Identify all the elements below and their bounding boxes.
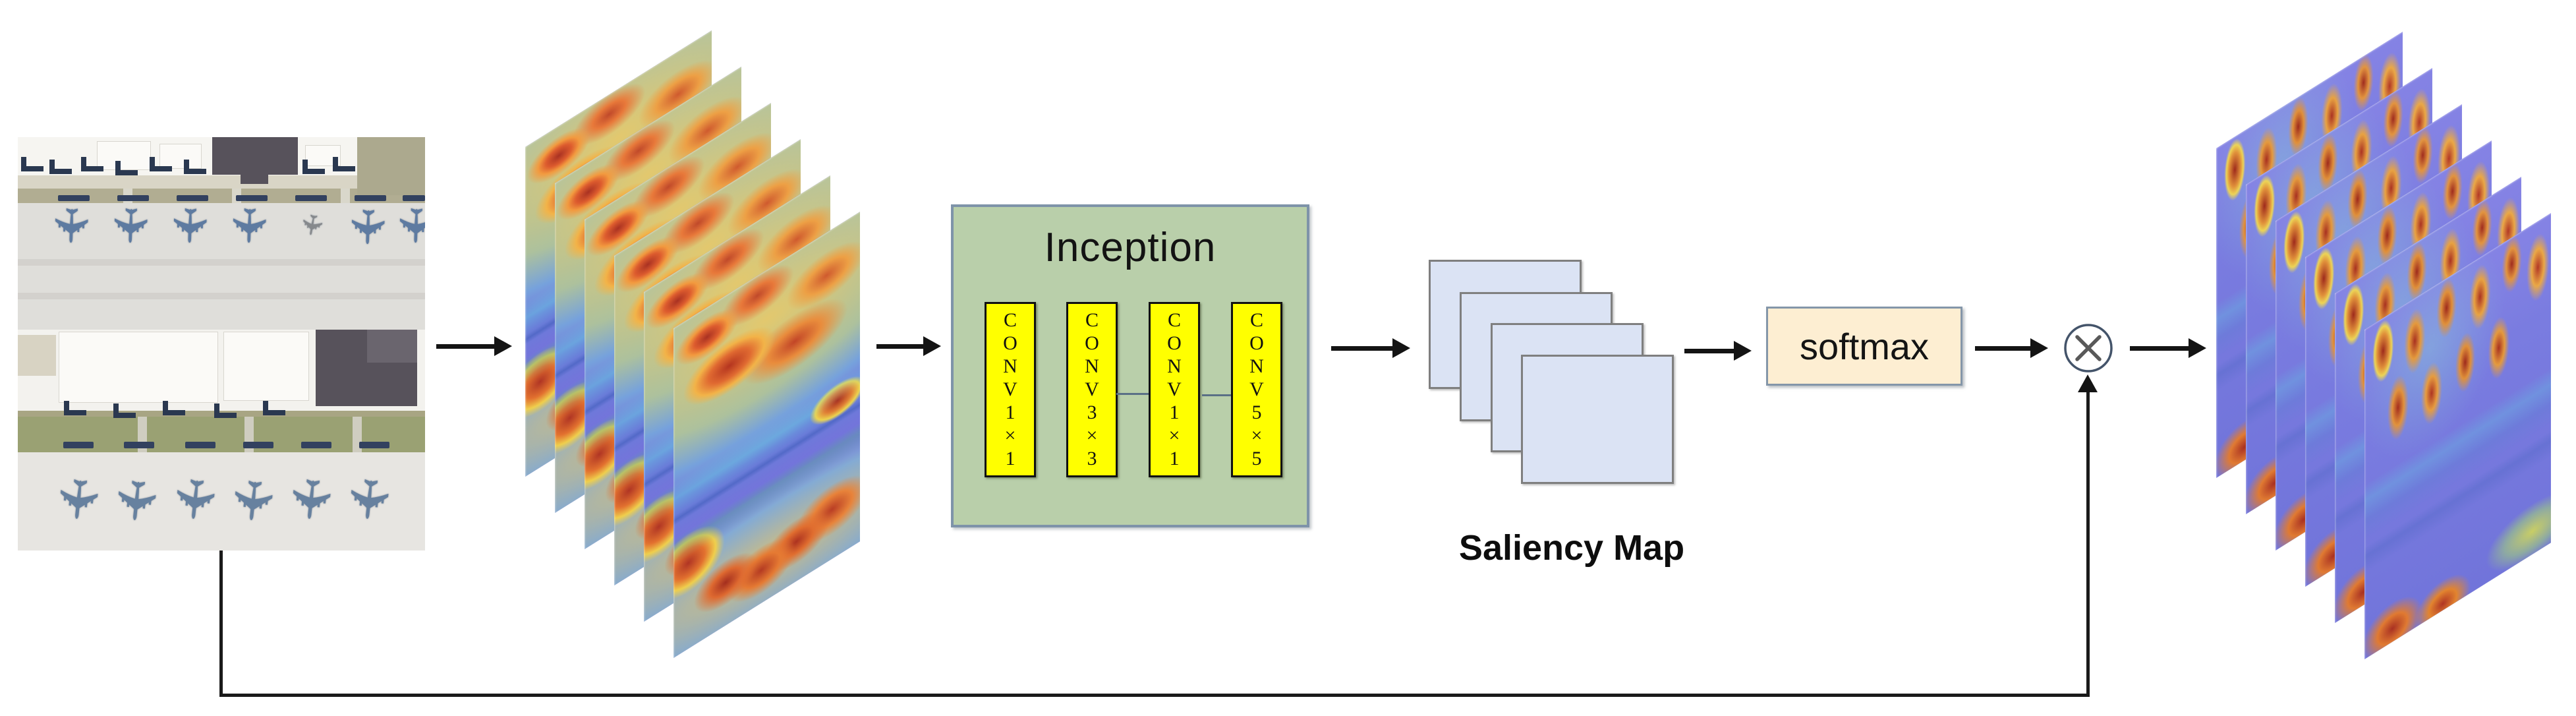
airplane-icon: ✈ [45, 473, 109, 525]
airplane-icon: ✈ [103, 475, 167, 526]
softmax-box: softmax [1766, 307, 1962, 386]
conv-connector-line [1202, 394, 1231, 396]
building-outline [150, 157, 172, 171]
building-outline [81, 157, 103, 171]
tarmac-streak [18, 259, 425, 266]
arrowhead-icon [2189, 338, 2206, 358]
building-shape [241, 173, 268, 184]
airplane-icon: ✈ [161, 473, 226, 525]
parking-stand-line [295, 195, 327, 201]
building-shape [97, 141, 151, 170]
airplane-icon: ✈ [387, 204, 425, 247]
airplane-icon: ✈ [102, 204, 157, 247]
arrowhead-icon [2030, 338, 2048, 358]
arrow-multiply-to-output [2130, 346, 2189, 351]
building-shape [59, 332, 218, 403]
arrowhead-icon [1392, 338, 1410, 358]
airplane-icon: ✈ [335, 473, 400, 525]
building-shape [159, 144, 202, 169]
parking-stand-line [58, 195, 90, 201]
building-outline [163, 401, 185, 415]
airplane-icon: ✈ [339, 206, 394, 248]
building-outline [113, 403, 136, 418]
building-outline [21, 157, 43, 171]
parking-stand-line [243, 442, 273, 448]
skip-connection-vertical-left [219, 551, 223, 697]
multiply-icon [2064, 324, 2113, 373]
parking-stand-line [63, 442, 94, 448]
building-outline [49, 160, 72, 174]
airplane-icon: ✈ [219, 475, 284, 526]
building-outline [115, 161, 138, 175]
building-outline [302, 160, 325, 174]
grass-patch [357, 137, 425, 195]
pavement-gap [341, 189, 350, 203]
arrowhead-icon [923, 336, 941, 356]
building-outline [333, 157, 355, 171]
building-outline [214, 403, 237, 418]
airplane-icon: ✈ [161, 204, 216, 247]
airplane-icon: ✈ [43, 204, 98, 247]
arrow-softmax-to-multiply [1975, 346, 2030, 351]
building-shape [212, 137, 298, 175]
arrow-features-to-inception [876, 344, 923, 349]
parking-stand-line [355, 195, 386, 201]
parking-stand-line [236, 195, 268, 201]
building-outline [64, 401, 86, 415]
parking-stand-line [177, 195, 208, 201]
building-outline [184, 160, 206, 174]
conv-connector-line [1116, 393, 1149, 395]
airplane-icon: ✈ [277, 473, 342, 525]
input-aerial-image: ✈ ✈ ✈ ✈ ✈ ✈ ✈ ✈ ✈ ✈ ✈ ✈ ✈ [18, 137, 425, 551]
parking-stand-line [124, 442, 154, 448]
parking-stand-line [403, 195, 425, 201]
arrow-input-to-features [436, 344, 494, 349]
saliency-layer [1521, 355, 1674, 484]
inception-title: Inception [1044, 225, 1216, 270]
tarmac-streak [18, 293, 425, 299]
softmax-label: softmax [1799, 325, 1930, 367]
arrow-saliency-to-softmax [1684, 349, 1734, 353]
skip-connection-vertical-right [2086, 392, 2090, 697]
arrowhead-icon [494, 336, 512, 356]
parking-stand-line [359, 442, 389, 448]
small-airplane-icon: ✈ [294, 210, 329, 239]
saliency-map-label: Saliency Map [1458, 528, 1685, 568]
arrowhead-icon [1734, 341, 1752, 361]
parking-stand-line [117, 195, 149, 201]
arrow-inception-to-saliency [1331, 346, 1392, 351]
airplane-icon: ✈ [221, 204, 275, 247]
parking-stand-line [301, 442, 331, 448]
parking-stand-line [185, 442, 215, 448]
building-shape [223, 332, 309, 401]
building-outline [263, 401, 285, 415]
arrowhead-icon [2078, 374, 2098, 392]
building-roof [367, 330, 417, 363]
skip-connection-horizontal [219, 694, 2090, 697]
building-shape [18, 335, 56, 376]
